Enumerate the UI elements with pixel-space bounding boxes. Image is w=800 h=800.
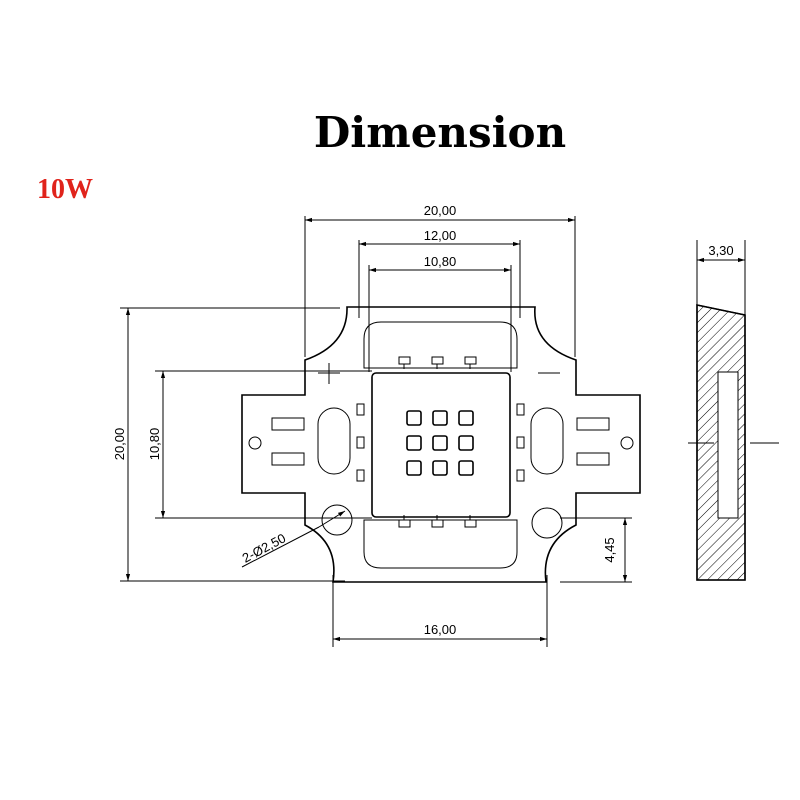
lens-window	[371, 372, 511, 518]
power-label: 10W	[37, 174, 93, 205]
led-package-front-view	[241, 306, 641, 583]
mount-hole-left	[321, 504, 353, 536]
dim-hole-offset: 4,45	[602, 537, 617, 562]
led-package-side-view	[688, 304, 779, 581]
dim-lens-height: 10,80	[147, 428, 162, 461]
dim-overall-width: 20,00	[424, 203, 457, 218]
pad-markers	[356, 356, 525, 528]
tab-hole-left	[248, 436, 262, 450]
dim-hole-diameter: 2-Ø2,50	[240, 530, 289, 565]
tab-hole-right	[620, 436, 634, 450]
led-chip-grid	[406, 410, 474, 476]
dim-inner-width: 12,00	[424, 228, 457, 243]
dim-lens-width: 10,80	[424, 254, 457, 269]
dim-thickness: 3,30	[708, 243, 733, 258]
dimension-lines	[125, 217, 745, 642]
extension-lines	[120, 216, 746, 647]
page-title: Dimension	[313, 108, 567, 157]
dim-overall-height: 20,00	[112, 428, 127, 461]
dim-hole-spacing: 16,00	[424, 622, 457, 637]
mount-hole-right	[531, 507, 563, 539]
